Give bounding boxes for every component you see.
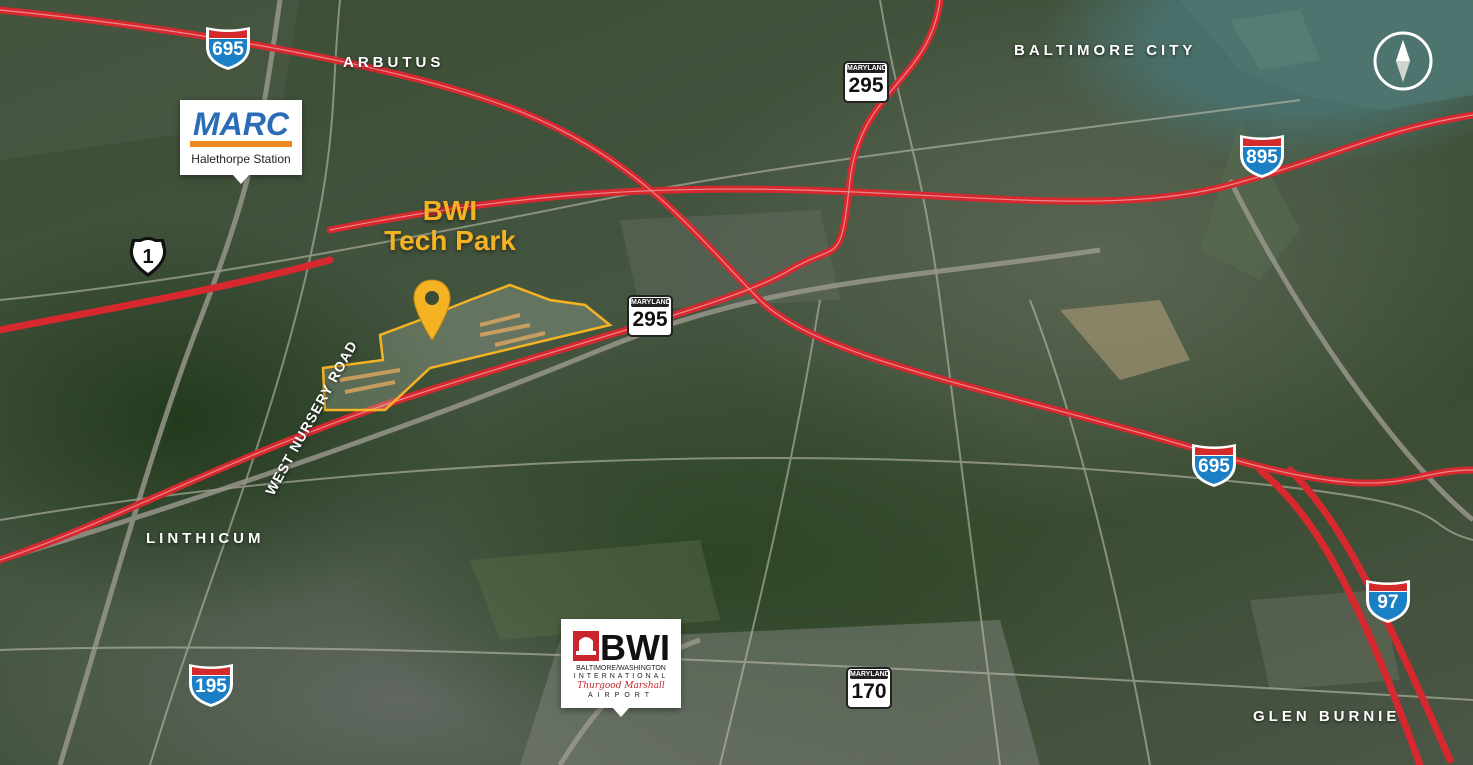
compass-north-icon[interactable] <box>1372 30 1434 92</box>
maryland-shield-170-number: 170 <box>851 680 887 703</box>
maryland-shield-295-center-number: 295 <box>632 308 668 331</box>
location-pin-icon[interactable] <box>412 278 452 344</box>
marc-logo: MARC <box>193 108 290 138</box>
maryland-shield-295-center-state: MARYLAND <box>631 298 671 307</box>
marc-station-name: Halethorpe Station <box>191 152 291 166</box>
maryland-shield-170-state: MARYLAND <box>850 670 890 679</box>
bwi-line1: BALTIMORE/WASHINGTON <box>576 665 666 672</box>
interstate-shield-895-number: 895 <box>1246 147 1278 168</box>
interstate-shield-97: 97 <box>1363 578 1413 624</box>
area-label-glen-burnie: GLEN BURNIE <box>1253 708 1401 725</box>
us-route-shield-1: 1 <box>126 235 170 279</box>
area-label-linthicum: LINTHICUM <box>146 530 265 547</box>
interstate-shield-695-top: 695 <box>203 25 253 71</box>
us-route-shield-1-number: 1 <box>142 246 154 268</box>
bwi-line3: Thurgood Marshall <box>577 681 665 691</box>
maryland-shield-295-top-state: MARYLAND <box>847 64 887 73</box>
bwi-line2: INTERNATIONAL <box>573 673 669 680</box>
marc-logo-text: MARC <box>193 108 290 138</box>
maryland-shield-170: MARYLAND 170 <box>846 667 892 709</box>
interstate-shield-97-number: 97 <box>1377 592 1399 613</box>
interstate-shield-695-top-number: 695 <box>212 39 244 60</box>
interstate-shield-195: 195 <box>186 662 236 708</box>
interstate-shield-895: 895 <box>1237 133 1287 179</box>
site-title-line2: Tech Park <box>384 225 516 256</box>
us-route-shield-icon <box>129 237 167 277</box>
site-title-line1: BWI <box>422 195 478 226</box>
site-title: BWI Tech Park <box>350 196 550 256</box>
marc-orange-bar <box>190 141 292 147</box>
marc-station-callout[interactable]: MARC Halethorpe Station <box>180 100 302 184</box>
interstate-shield-695-right-number: 695 <box>1198 456 1230 477</box>
bwi-airport-callout[interactable]: BWI BALTIMORE/WASHINGTON INTERNATIONAL T… <box>561 619 681 717</box>
maryland-shield-295-top-number: 295 <box>848 74 884 97</box>
bwi-logo: BWI <box>573 627 669 665</box>
maryland-shield-295-center: MARYLAND 295 <box>627 295 673 337</box>
bwi-line4: AIRPORT <box>588 692 654 699</box>
interstate-shield-195-number: 195 <box>195 676 227 697</box>
area-label-arbutus: ARBUTUS <box>343 54 445 71</box>
bwi-logo-text: BWI <box>600 627 669 665</box>
interstate-shield-695-right: 695 <box>1189 442 1239 488</box>
area-label-baltimore-city: BALTIMORE CITY <box>1014 42 1197 59</box>
maryland-shield-295-top: MARYLAND 295 <box>843 61 889 103</box>
